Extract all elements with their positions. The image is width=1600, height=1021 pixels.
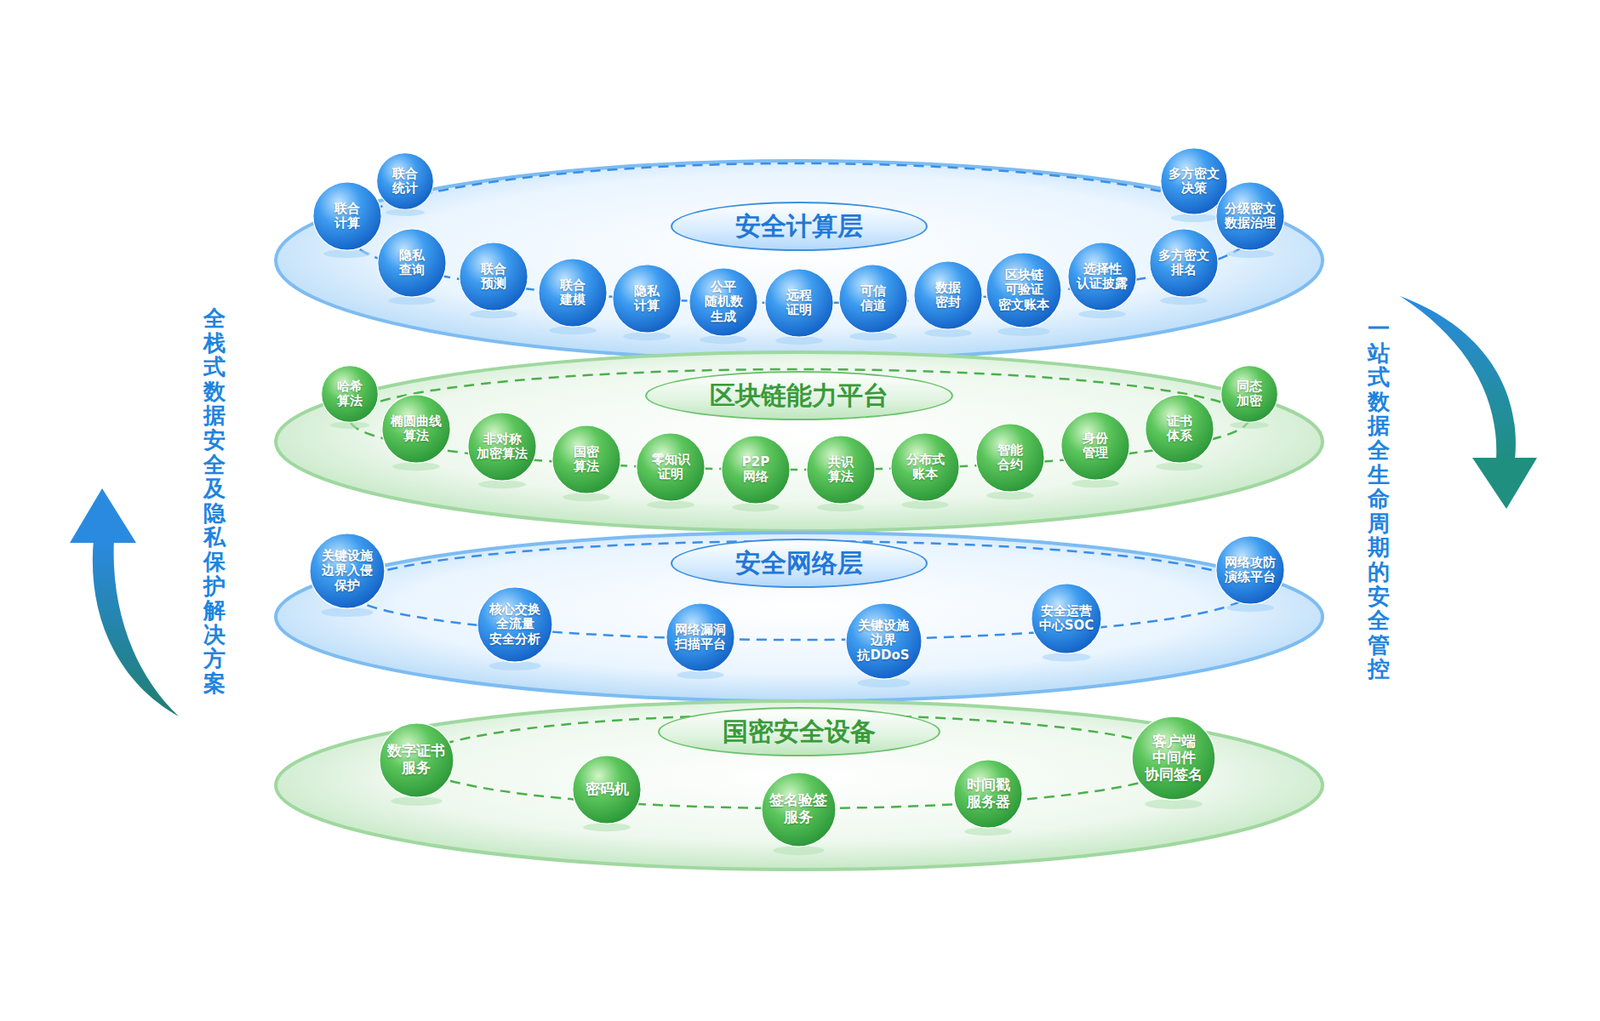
feature-ball: 分布式 账本	[890, 432, 960, 503]
feature-ball: 智能 合约	[975, 422, 1046, 493]
feature-ball: 联合 计算	[312, 181, 383, 252]
feature-ball: P2P 网络	[720, 434, 791, 505]
ball-label: 分布式 账本	[906, 452, 945, 483]
ball-label: 隐私 查询	[399, 248, 425, 279]
ball-label: 远程 证明	[786, 288, 812, 319]
feature-ball: 隐私 查询	[377, 228, 447, 298]
ball-label: 关键设施 边界 抗DDoS	[857, 618, 909, 663]
ball-label: 客户端 中间件 协同签名	[1144, 733, 1203, 784]
feature-ball: 远程 证明	[764, 268, 835, 338]
ball-label: 公平 随机数 生成	[704, 280, 743, 325]
ball-label: 证书 体系	[1166, 414, 1193, 445]
feature-ball: 网络漏洞 扫描平台	[665, 602, 736, 673]
ball-label: 多方密文 决策	[1168, 166, 1220, 197]
side-caption: 一站式数据全生命周期的安全管控	[1367, 316, 1390, 682]
ball-label: 零知识 证明	[651, 452, 691, 483]
ball-label: 身份 管理	[1082, 431, 1109, 462]
feature-ball: 身份 管理	[1060, 411, 1131, 481]
feature-ball: 数字证书 服务	[378, 722, 455, 799]
feature-ball: 数据 密封	[913, 260, 983, 331]
feature-ball: 时间戳 服务器	[953, 759, 1023, 829]
layer-band: 安全网络层 关键设施 边界入侵 保护核心交换 全流量 安全分析 网络漏洞 扫描平台 关…	[273, 530, 1326, 704]
feature-ball: 关键设施 边界入侵 保护	[308, 532, 386, 610]
feature-ball: 国密 算法	[551, 424, 622, 495]
feature-ball: 可信 信道	[838, 263, 909, 334]
feature-ball: 密码机	[571, 754, 642, 825]
feature-ball: 共识 算法	[805, 434, 876, 505]
ball-label: 数据 密封	[935, 280, 961, 311]
ball-label: 选择性 认证披露	[1076, 262, 1128, 292]
arrow-body	[1400, 296, 1516, 460]
feature-ball: 关键设施 边界 抗DDoS	[845, 602, 923, 680]
ball-label: 可信 信道	[860, 284, 886, 315]
ball-label: 同态 加密	[1236, 379, 1263, 410]
ball-label: 隐私 计算	[634, 284, 660, 315]
ball-label: 智能 合约	[997, 443, 1023, 474]
feature-ball: 椭圆曲线 算法	[381, 394, 452, 464]
layer-title: 区块链能力平台	[645, 371, 954, 421]
ball-label: 多方密文 排名	[1158, 248, 1210, 279]
feature-ball: 零知识 证明	[635, 432, 706, 503]
feature-ball: 联合 建模	[537, 257, 608, 328]
feature-ball: 哈希 算法	[320, 365, 379, 423]
layer-band: 区块链能力平台 哈希 算法椭圆曲线 算法非对称 加密算法 国密 算法 零知识 证明 P2…	[273, 349, 1326, 534]
ball-label: 联合 建模	[560, 278, 586, 309]
ball-label: 区块链 可验证 密文账本	[998, 268, 1050, 313]
arrow-head	[1472, 457, 1538, 509]
layer-title: 安全网络层	[670, 538, 928, 589]
feature-ball: 分级密文 数据治理	[1215, 181, 1286, 252]
ball-label: 数字证书 服务	[387, 742, 446, 777]
feature-ball: 联合 统计	[376, 152, 435, 211]
side-caption: 全栈式数据安全及隐私保护解决方案	[203, 306, 226, 697]
feature-ball: 公平 随机数 生成	[688, 267, 759, 338]
feature-ball: 网络攻防 演练平台	[1215, 535, 1286, 606]
ball-label: 哈希 算法	[337, 379, 363, 410]
ball-label: 联合 统计	[392, 166, 418, 197]
ball-label: 联合 计算	[334, 201, 360, 232]
ball-label: 联合 预测	[480, 262, 507, 292]
layer-title: 安全计算层	[670, 201, 928, 252]
feature-ball: 安全运营 中心SOC	[1030, 582, 1103, 655]
ball-label: 关键设施 边界入侵 保护	[321, 548, 373, 594]
feature-ball: 选择性 认证披露	[1067, 241, 1138, 312]
feature-ball: 签名验签 服务	[760, 771, 837, 848]
feature-ball: 证书 体系	[1144, 394, 1215, 464]
ball-label: 安全运营 中心SOC	[1039, 604, 1095, 635]
ball-label: 椭圆曲线 算法	[390, 414, 442, 445]
feature-ball: 联合 预测	[458, 241, 529, 312]
ball-label: 时间戳 服务器	[966, 777, 1011, 811]
layer-title: 国密安全设备	[657, 707, 941, 757]
layer-band: 国密安全设备数字证书 服务密码机签名验签 服务 时间戳 服务器 客户端 中间件 协同…	[273, 698, 1326, 873]
arrow-body	[92, 539, 179, 717]
layer-band: 安全计算层 联合 统计联合 计算隐私 查询 联合 预测联合 建模 隐私 计算 公平 随机…	[273, 158, 1326, 363]
feature-ball: 核心交换 全流量 安全分析	[476, 586, 554, 663]
feature-ball: 同态 加密	[1220, 365, 1279, 423]
ball-label: P2P 网络	[742, 455, 770, 486]
feature-ball: 客户端 中间件 协同签名	[1131, 715, 1217, 801]
ball-label: 密码机	[585, 781, 629, 799]
ball-label: 共识 算法	[828, 455, 854, 486]
ball-label: 国密 算法	[573, 445, 600, 475]
ball-label: 分级密文 数据治理	[1224, 201, 1276, 232]
ball-label: 网络攻防 演练平台	[1224, 555, 1276, 586]
ball-label: 签名验签 服务	[769, 792, 828, 826]
feature-ball: 多方密文 排名	[1148, 228, 1219, 298]
feature-ball: 非对称 加密算法	[467, 411, 538, 482]
ball-label: 核心交换 全流量 安全分析	[489, 602, 541, 647]
arrow-head	[69, 488, 137, 543]
ball-label: 网络漏洞 扫描平台	[674, 622, 726, 653]
feature-ball: 区块链 可验证 密文账本	[985, 251, 1063, 329]
ball-label: 非对称 加密算法	[476, 432, 528, 463]
feature-ball: 隐私 计算	[611, 263, 682, 334]
